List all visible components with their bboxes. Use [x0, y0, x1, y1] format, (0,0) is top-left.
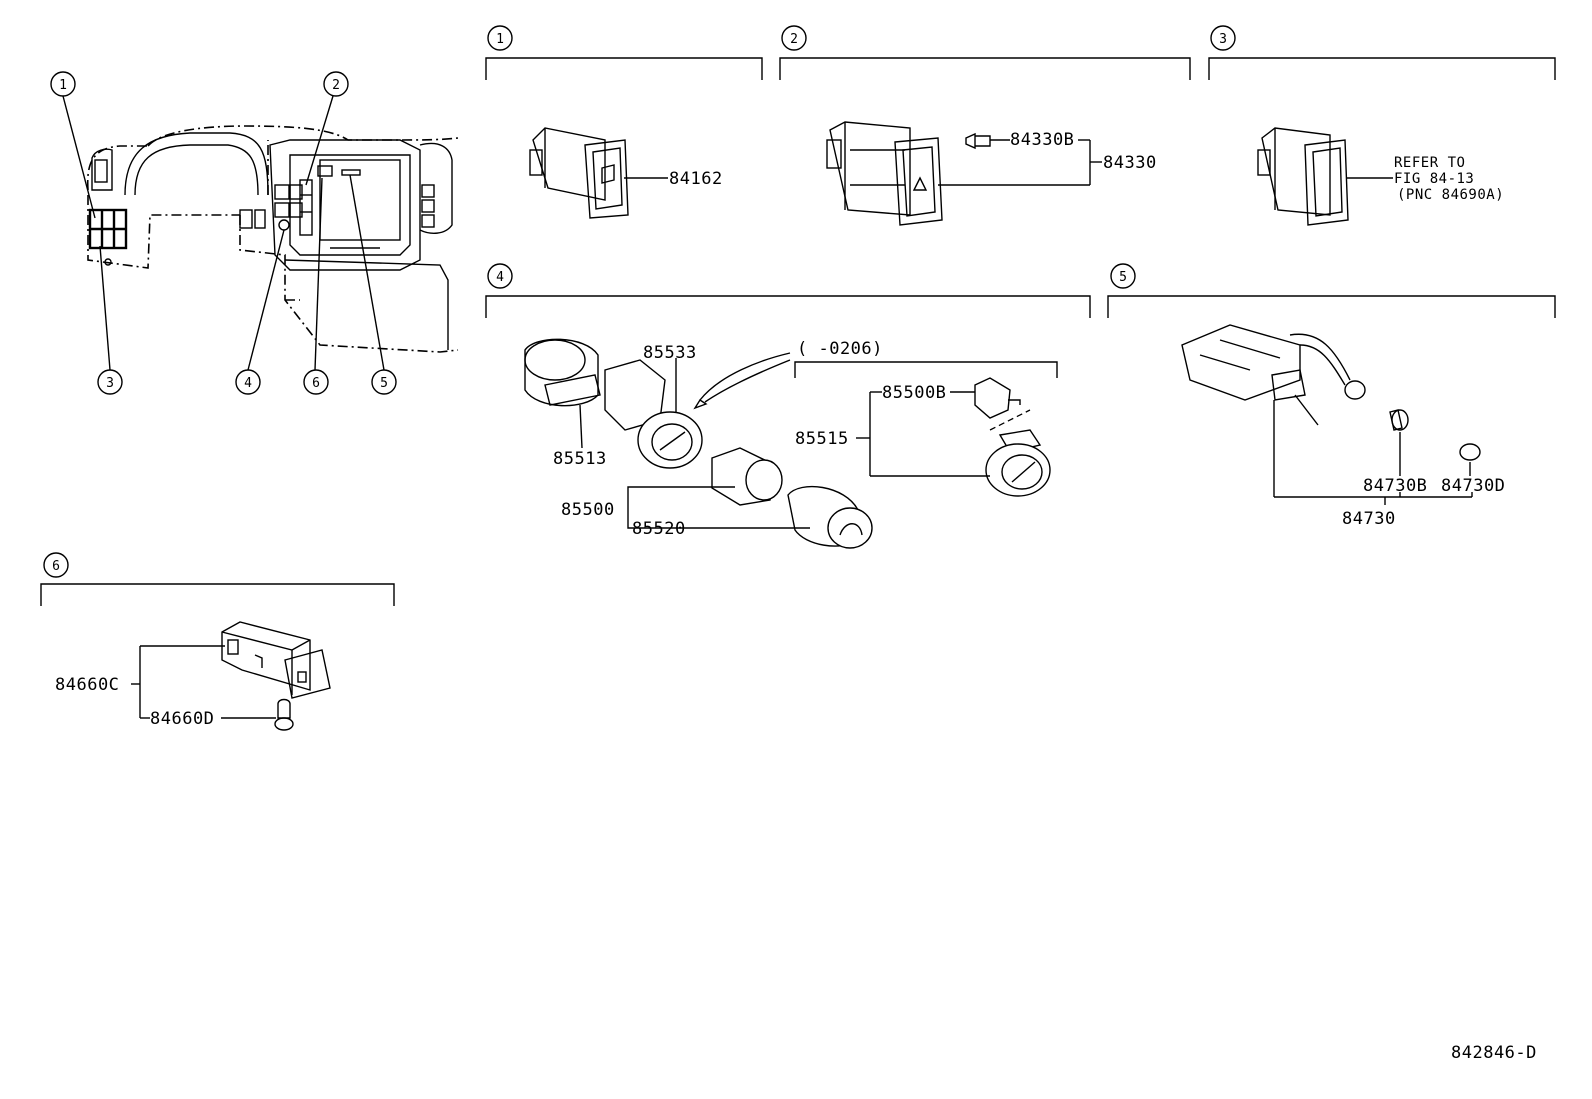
part-84162: 84162 [669, 169, 723, 189]
refer-line-3: (PNC 84690A) [1397, 187, 1504, 203]
part-84330: 84330 [1103, 153, 1157, 173]
callout-5: 5 [371, 369, 397, 395]
hazard-switch-drawing [826, 121, 991, 226]
section-3: 3 REFER TO FIG 84-13 (PNC 84690A) [1208, 25, 1556, 226]
part-84330B: 84330B [1010, 130, 1074, 150]
svg-text:1: 1 [496, 32, 504, 47]
part-84730D: 84730D [1441, 476, 1505, 496]
refer-line-2: FIG 84-13 [1394, 171, 1474, 187]
section-1: 1 84162 [485, 25, 763, 219]
ashtray-illumination-drawing [1181, 324, 1481, 461]
svg-text:3: 3 [1219, 32, 1227, 47]
figure-id: 842846-D [1451, 1043, 1537, 1063]
section-5: 5 84730B 84730D 84730 [1107, 263, 1556, 529]
svg-text:6: 6 [312, 376, 320, 391]
part-84660C: 84660C [55, 675, 119, 695]
part-85533: 85533 [643, 343, 697, 363]
callout-2: 2 [323, 71, 349, 97]
callout-4: 4 [235, 369, 261, 395]
svg-text:4: 4 [496, 270, 504, 285]
part-84730B: 84730B [1363, 476, 1427, 496]
switch-84660C-drawing [221, 621, 331, 731]
svg-text:1: 1 [59, 78, 67, 93]
section-4: 4 85533 85513 [485, 263, 1091, 549]
blank-switch-drawing [1257, 127, 1349, 226]
switch-84162-drawing [529, 127, 629, 219]
svg-text:2: 2 [790, 32, 798, 47]
part-85513: 85513 [553, 449, 607, 469]
svg-text:5: 5 [380, 376, 388, 391]
svg-text:3: 3 [106, 376, 114, 391]
part-84660D: 84660D [150, 709, 214, 729]
part-85520: 85520 [632, 519, 686, 539]
range-note: ( -0206) [797, 339, 883, 359]
lighter-socket-85515-drawing [974, 377, 1051, 497]
svg-text:6: 6 [52, 559, 60, 574]
cigarette-lighter-drawing [524, 338, 873, 549]
svg-text:4: 4 [244, 376, 252, 391]
svg-text:2: 2 [332, 78, 340, 93]
section-2: 2 84330B 84330 [779, 25, 1191, 226]
refer-line-1: REFER TO [1394, 155, 1465, 171]
callout-6: 6 [303, 369, 329, 395]
dashboard-overview: 1 2 3 4 6 5 [50, 71, 459, 395]
part-85500B: 85500B [882, 383, 946, 403]
callout-1: 1 [50, 71, 76, 97]
section-6: 6 84660C 84660D [40, 552, 395, 731]
part-85515: 85515 [795, 429, 849, 449]
part-84730: 84730 [1342, 509, 1396, 529]
callout-3: 3 [97, 369, 123, 395]
part-85500: 85500 [561, 500, 615, 520]
svg-text:5: 5 [1119, 270, 1127, 285]
